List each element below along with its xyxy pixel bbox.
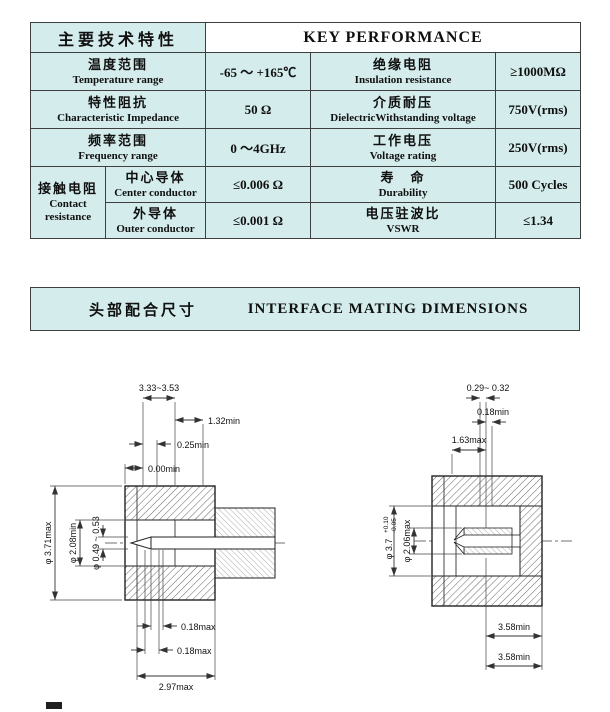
label-en: Contact resistance: [44, 198, 92, 223]
label-zh: 频率范围: [88, 132, 149, 148]
dim-label: 3.58min: [498, 622, 530, 632]
body-wall-bottom: [431, 575, 543, 607]
label-zh: 接触电阻: [37, 181, 98, 197]
body-wall-top: [124, 485, 216, 521]
spec-table: 主要技术特性 KEY PERFORMANCE 温度范围 Temperature …: [29, 22, 582, 239]
label-en: Durability: [378, 186, 428, 199]
table-title-en: KEY PERFORMANCE: [205, 22, 582, 53]
connector-body: [431, 475, 543, 607]
label-zh: 电压驻波比: [365, 205, 441, 221]
label-cell: 外导体 Outer conductor: [104, 202, 207, 239]
dim-label: 1.63max: [452, 435, 487, 445]
value-cell: ≥1000MΩ: [495, 52, 582, 91]
table-row: 特性阻抗 Characteristic Impedance 50 Ω 介质耐压 …: [29, 90, 582, 129]
table-header-row: 主要技术特性 KEY PERFORMANCE: [29, 22, 582, 53]
socket-tip-bottom: [453, 541, 465, 556]
socket-finger-top: [463, 527, 513, 536]
label-zh: 介质耐压: [373, 94, 434, 110]
dim-label: 3.58min: [498, 652, 530, 662]
table-row: 接触电阻 Contact resistance 中心导体 Center cond…: [30, 166, 582, 239]
value-cell: 750V(rms): [495, 90, 582, 129]
value-cell: -65 ～ +165℃: [205, 52, 312, 91]
side-dimensions: φ 3.71max φ 2.08min φ 0.49 ~ 0.53: [43, 485, 128, 601]
label-zh: 绝缘电阻: [373, 56, 434, 72]
dim-label: 0.18max: [181, 622, 216, 632]
label-en: Characteristic Impedance: [57, 111, 179, 124]
dim-label: 1.32min: [208, 416, 240, 426]
dim-label: 0.29~ 0.32: [467, 383, 510, 393]
pin-tip: [129, 536, 152, 550]
label-cell: 中心导体 Center conductor: [104, 166, 207, 203]
body-outline: [431, 475, 543, 607]
label-cell: 工作电压 Voltage rating: [310, 128, 497, 167]
table-title-zh: 主要技术特性: [29, 22, 207, 53]
connector-body: [124, 485, 276, 601]
dim-label: φ 2.06max: [402, 519, 412, 562]
body-end-wall: [519, 505, 543, 577]
label-cell: 寿 命 Durability: [310, 166, 497, 203]
right-connector-drawing: 0.29~ 0.32 0.18min 1.63max φ 3.7 +0.10 -…: [383, 383, 572, 670]
dim-label: 0.18min: [477, 407, 509, 417]
value-cell: ≤1.34: [495, 202, 582, 239]
body-wall-bottom: [124, 565, 216, 601]
dim-label: φ 3.7: [384, 539, 394, 560]
value-cell: 500 Cycles: [495, 166, 582, 203]
side-dimensions: φ 3.7 +0.10 -0.05 φ 2.06max: [383, 505, 462, 577]
label-en: Outer conductor: [116, 222, 195, 235]
dim-tolerance-upper: +0.10: [383, 516, 390, 533]
table-row: 频率范围 Frequency range 0 ～4GHz 工作电压 Voltag…: [29, 128, 582, 167]
label-en: VSWR: [386, 222, 420, 235]
dim-label: φ 0.49 ~ 0.53: [91, 516, 101, 570]
section-header-bar: 头部配合尺寸 INTERFACE MATING DIMENSIONS: [30, 287, 580, 331]
socket-finger-bottom: [463, 546, 513, 555]
table-row: 温度范围 Temperature range -65 ～ +165℃ 绝缘电阻 …: [29, 52, 582, 91]
top-dimensions: 3.33~3.53 1.32min 0.25min 0.00min: [124, 383, 240, 485]
dim-label: 0.25min: [177, 440, 209, 450]
dim-label-group: φ 3.7 +0.10 -0.05: [383, 516, 398, 559]
label-en: Center conductor: [114, 186, 197, 199]
label-zh: 中心导体: [125, 169, 186, 185]
dim-label: φ 3.71max: [43, 521, 53, 564]
label-en: Frequency range: [78, 149, 158, 162]
label-zh: 外导体: [133, 205, 179, 221]
label-cell: 介质耐压 DielectricWithstanding voltage: [310, 90, 497, 129]
label-cell: 特性阻抗 Characteristic Impedance: [29, 90, 207, 129]
dim-label: 0.00min: [148, 464, 180, 474]
table-row: 外导体 Outer conductor ≤0.001 Ω 电压驻波比 VSWR …: [31, 202, 582, 239]
dim-label: 3.33~3.53: [139, 383, 179, 393]
label-en: Insulation resistance: [354, 73, 452, 86]
dim-label: φ 2.08min: [68, 523, 78, 563]
section-title-zh: 头部配合尺寸: [89, 301, 198, 319]
left-connector-drawing: 3.33~3.53 1.32min 0.25min 0.00min φ 3.71…: [43, 383, 287, 692]
bottom-dimensions: 0.18max 0.18max 2.97max: [131, 550, 216, 692]
label-cell: 绝缘电阻 Insulation resistance: [310, 52, 497, 91]
label-cell: 温度范围 Temperature range: [29, 52, 207, 91]
dim-tolerance-lower: -0.05: [391, 518, 398, 533]
top-dimensions: 0.29~ 0.32 0.18min 1.63max: [451, 383, 510, 528]
socket-tip-top: [453, 526, 465, 541]
value-cell: ≤0.006 Ω: [205, 166, 312, 203]
value-cell: 250V(rms): [495, 128, 582, 167]
body-wall-top: [431, 475, 543, 507]
label-en: Voltage rating: [369, 149, 437, 162]
section-title-en: INTERFACE MATING DIMENSIONS: [247, 300, 529, 317]
value-cell: ≤0.001 Ω: [205, 202, 312, 239]
dim-label: 0.18max: [177, 646, 212, 656]
socket-stem: [511, 534, 521, 548]
bottom-dimensions: 3.58min 3.58min: [485, 558, 543, 670]
label-cell: 电压驻波比 VSWR: [310, 202, 497, 239]
label-zh: 温度范围: [88, 56, 149, 72]
value-cell: 0 ～4GHz: [205, 128, 312, 167]
label-cell: 频率范围 Frequency range: [29, 128, 207, 167]
label-en: Temperature range: [72, 73, 164, 86]
dim-label: 2.97max: [159, 682, 194, 692]
label-zh: 特性阻抗: [88, 94, 149, 110]
value-cell: 50 Ω: [205, 90, 312, 129]
group-label-cell: 接触电阻 Contact resistance: [30, 166, 106, 239]
binder-mark: [46, 702, 62, 709]
label-zh: 工作电压: [373, 132, 434, 148]
center-conductor: [150, 536, 276, 550]
label-zh: 寿 命: [380, 169, 426, 185]
label-en: DielectricWithstanding voltage: [330, 111, 476, 124]
